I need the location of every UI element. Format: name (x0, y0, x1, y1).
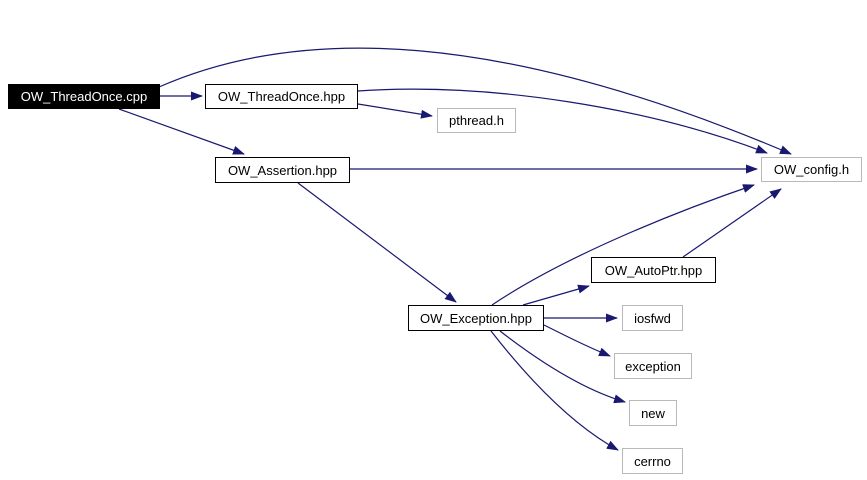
edge-exception-hpp-to-autoptr-hpp (522, 284, 590, 306)
node-ow-autoptr-hpp[interactable]: OW_AutoPtr.hpp (591, 257, 716, 283)
edge-threadonce-cpp-to-assertion-hpp (118, 108, 245, 155)
node-cerrno[interactable]: cerrno (622, 448, 683, 474)
node-pthread-h[interactable]: pthread.h (437, 108, 516, 133)
edge-assertion-hpp-to-exception-hpp (297, 182, 457, 303)
node-ow-threadonce-cpp[interactable]: OW_ThreadOnce.cpp (8, 84, 160, 109)
node-ow-threadonce-hpp[interactable]: OW_ThreadOnce.hpp (205, 84, 358, 109)
edge-autoptr-hpp-to-config-h (682, 188, 782, 258)
node-ow-assertion-hpp[interactable]: OW_Assertion.hpp (215, 157, 350, 183)
edge-threadonce-hpp-to-pthread-h (357, 103, 433, 119)
node-ow-exception-hpp[interactable]: OW_Exception.hpp (408, 305, 544, 331)
edge-exception-hpp-to-cerrno (490, 330, 619, 451)
edge-threadonce-cpp-to-config-h (158, 47, 792, 155)
node-new[interactable]: new (629, 400, 677, 426)
node-exception[interactable]: exception (614, 353, 692, 379)
edge-exception-hpp-to-exception (543, 324, 611, 357)
edge-threadonce-hpp-to-config-h (357, 88, 768, 154)
edge-exception-hpp-to-new (499, 330, 626, 404)
edge-exception-hpp-to-config-h (491, 184, 755, 306)
node-iosfwd[interactable]: iosfwd (622, 305, 683, 331)
node-ow-config-h[interactable]: OW_config.h (761, 157, 862, 182)
